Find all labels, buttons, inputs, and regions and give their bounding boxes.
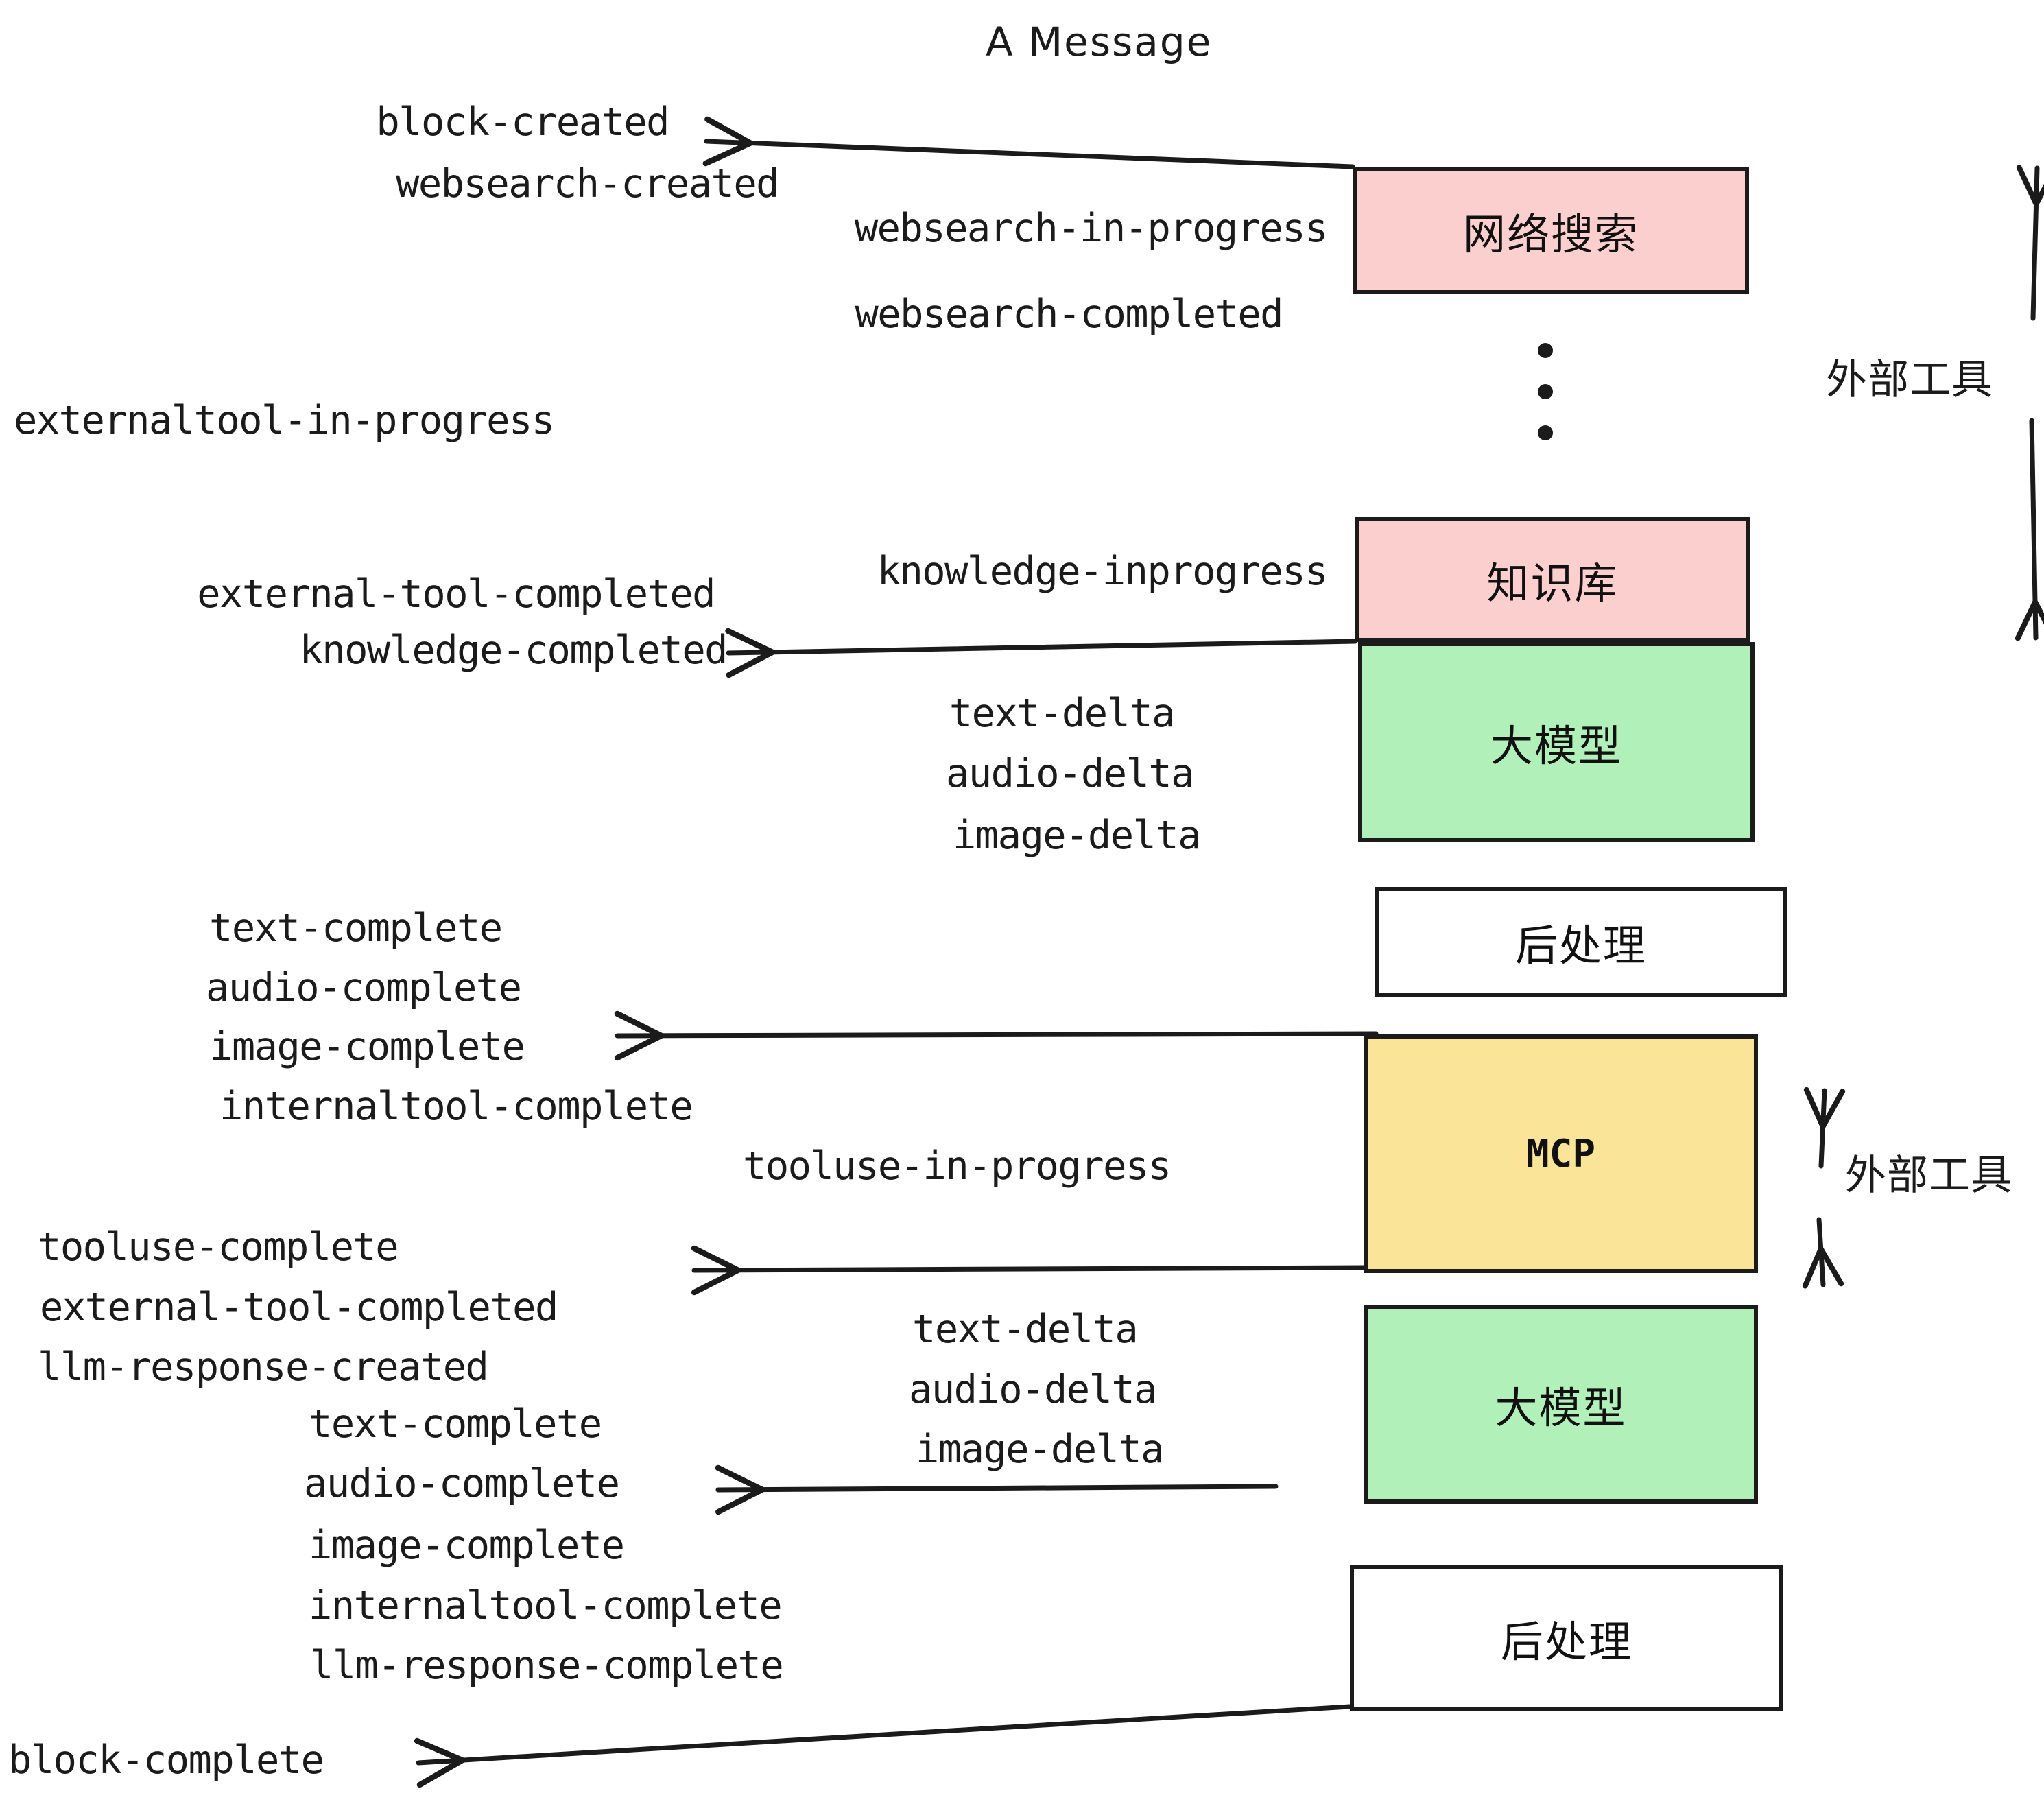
- event-text-delta-2: text-delta: [912, 1307, 1139, 1352]
- box-post-bottom-label: 后处理: [1500, 1617, 1632, 1667]
- arrow-postbottom-to-blockcomplete: [414, 1704, 1353, 1788]
- event-image-delta-2: image-delta: [916, 1427, 1165, 1472]
- box-knowledge[interactable]: 知识库: [1355, 517, 1750, 642]
- event-websearch-created: websearch-created: [396, 161, 779, 206]
- event-externaltool-in-progress: externaltool-in-progress: [14, 398, 555, 443]
- diagram-title: A Message: [986, 19, 1213, 65]
- event-audio-complete-1: audio-complete: [206, 965, 522, 1010]
- side-label-external-tools-mcp: 外部工具: [1845, 1152, 2012, 1200]
- box-post-top[interactable]: 后处理: [1375, 887, 1787, 997]
- event-tooluse-complete: tooluse-complete: [38, 1224, 399, 1270]
- event-image-complete-1: image-complete: [209, 1024, 525, 1069]
- event-text-complete-2: text-complete: [309, 1401, 602, 1447]
- box-llm-top[interactable]: 大模型: [1358, 642, 1755, 842]
- event-block-created: block-created: [376, 99, 669, 145]
- arrow-llmbottom-to-audiocomplete: [715, 1464, 1279, 1515]
- event-external-tool-completed-1: external-tool-completed: [197, 571, 715, 617]
- event-tooluse-in-progress: tooluse-in-progress: [743, 1143, 1172, 1189]
- event-text-delta-1: text-delta: [949, 691, 1176, 736]
- arrow-mcp-to-tooluse-complete: [691, 1245, 1366, 1296]
- event-knowledge-inprogress: knowledge-inprogress: [877, 549, 1329, 594]
- arrow-external-tools-up-top: [2016, 165, 2044, 321]
- event-image-delta-1: image-delta: [953, 813, 1202, 858]
- side-label-external-tools-top: 外部工具: [1826, 356, 1993, 404]
- event-block-complete: block-complete: [8, 1737, 324, 1783]
- arrow-posttop-to-imagecomplete: [614, 1010, 1379, 1061]
- event-llm-response-complete: llm-response-complete: [310, 1643, 784, 1688]
- arrow-websearch-to-blockcreated: [702, 116, 1355, 169]
- arrow-external-tools-down-mcp: [1802, 1217, 1844, 1289]
- event-websearch-in-progress: websearch-in-progress: [854, 206, 1329, 251]
- event-audio-complete-2: audio-complete: [304, 1461, 620, 1506]
- vertical-ellipsis: [1538, 343, 1553, 466]
- event-knowledge-completed: knowledge-completed: [299, 628, 728, 673]
- box-websearch[interactable]: 网络搜索: [1353, 167, 1749, 294]
- event-audio-delta-2: audio-delta: [909, 1367, 1158, 1412]
- box-llm-bottom-label: 大模型: [1495, 1383, 1627, 1433]
- event-image-complete-2: image-complete: [309, 1523, 625, 1568]
- box-llm-top-label: 大模型: [1490, 721, 1622, 771]
- arrow-external-tools-down-top: [2015, 418, 2044, 641]
- event-websearch-completed: websearch-completed: [855, 292, 1283, 337]
- event-external-tool-completed-2: external-tool-completed: [40, 1285, 558, 1330]
- box-mcp[interactable]: MCP: [1364, 1034, 1758, 1273]
- box-post-bottom[interactable]: 后处理: [1350, 1565, 1783, 1711]
- box-post-top-label: 后处理: [1514, 921, 1647, 971]
- event-internaltool-complete-1: internaltool-complete: [219, 1084, 693, 1129]
- box-websearch-label: 网络搜索: [1462, 209, 1639, 259]
- box-llm-bottom[interactable]: 大模型: [1364, 1305, 1758, 1504]
- event-internaltool-complete-2: internaltool-complete: [309, 1583, 783, 1628]
- event-llm-response-created: llm-response-created: [38, 1344, 489, 1390]
- event-text-complete-1: text-complete: [209, 905, 503, 951]
- event-audio-delta-1: audio-delta: [946, 751, 1195, 796]
- arrow-knowledge-to-completed: [725, 628, 1358, 678]
- box-mcp-label: MCP: [1525, 1131, 1596, 1176]
- box-knowledge-label: 知识库: [1486, 558, 1619, 608]
- arrow-external-tools-up-mcp: [1803, 1087, 1846, 1169]
